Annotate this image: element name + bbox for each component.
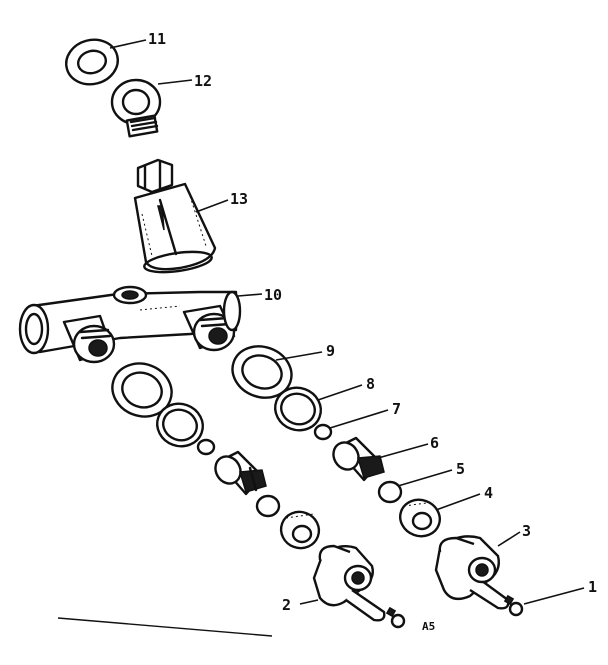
- stem-left: [214, 450, 267, 496]
- handle-screw-left: [385, 606, 406, 629]
- seat-washer-right: [313, 423, 333, 441]
- handle-right: [434, 535, 510, 610]
- handle-left: [312, 544, 386, 622]
- shower-arm-ball: [110, 78, 162, 138]
- callout-9: 9: [326, 342, 335, 360]
- escutcheon-flange-left: [111, 362, 173, 418]
- callout-6: 6: [430, 434, 439, 452]
- shower-arm-flange: [65, 38, 119, 86]
- bonnet-nut-right: [399, 498, 441, 538]
- callout-5: 5: [456, 460, 465, 478]
- seat-ring-left: [156, 402, 204, 448]
- stem-right: [332, 436, 385, 482]
- handle-screw-right: [503, 594, 524, 617]
- leader-lines: [109, 39, 585, 605]
- callout-7: 7: [392, 400, 401, 418]
- o-ring-right: [377, 480, 403, 504]
- callout-13: 13: [230, 190, 248, 208]
- seat-ring-right: [274, 386, 322, 432]
- callout-10: 10: [264, 286, 282, 304]
- callout-12: 12: [194, 72, 212, 90]
- callout-11: 11: [148, 30, 166, 48]
- seat-washer-left: [196, 438, 216, 456]
- shower-head: [133, 158, 217, 274]
- callout-1: 1: [588, 578, 597, 596]
- o-ring-left: [255, 494, 281, 518]
- callout-3: 3: [522, 522, 531, 540]
- valve-body: [18, 285, 242, 364]
- callout-8: 8: [366, 375, 375, 393]
- callout-2: 2: [282, 596, 291, 614]
- figure-code: A5: [422, 620, 435, 633]
- baseline-rule: [57, 617, 273, 637]
- callout-4: 4: [484, 484, 493, 502]
- bonnet-nut-left: [279, 510, 321, 550]
